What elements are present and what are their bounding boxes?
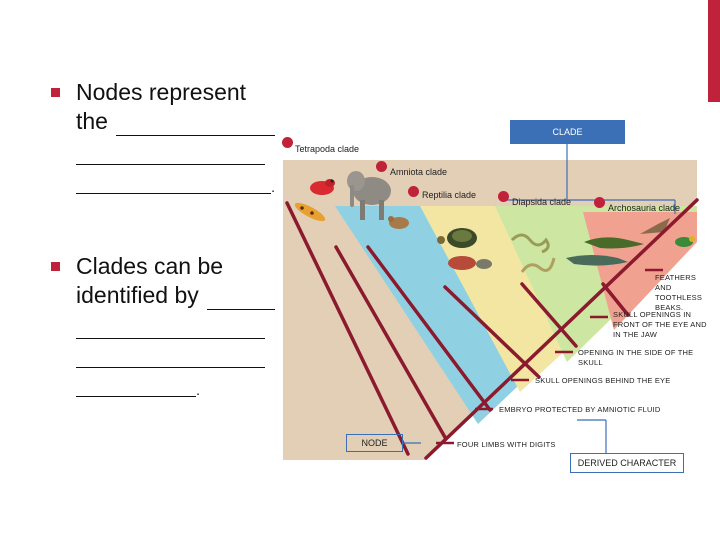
clade-label-archosauria: Archosauria clade (608, 203, 681, 213)
rodent-icon (388, 216, 409, 229)
elephant-icon (347, 171, 391, 220)
fill-in-blank (115, 107, 275, 136)
character-label-skull-front: SKULL OPENINGS IN FRONT OF THE EYE AND I… (613, 310, 707, 339)
bird-icon (640, 218, 695, 247)
bullet-line: Clades can be (76, 253, 224, 279)
character-ticks (436, 268, 663, 445)
accent-bar (708, 0, 720, 102)
character-label-skull-behind-eye: SKULL OPENINGS BEHIND THE EYE (535, 376, 671, 385)
clade-label-amniota: Amniota clade (390, 167, 448, 177)
branch-crocodiles (520, 282, 578, 348)
fill-in-blank (76, 310, 265, 339)
branch-amphibians (285, 201, 410, 456)
bullet-line: identified by (76, 282, 199, 308)
branch-mammals (334, 245, 448, 441)
bullet-line: Nodes represent (76, 79, 247, 105)
branch-birds (601, 282, 630, 317)
clade-node-icon (498, 191, 509, 202)
branch-turtles (366, 245, 492, 412)
clade-node-icon (376, 161, 387, 172)
clade-node-icon (594, 197, 605, 208)
snake-icon (510, 233, 556, 273)
bullet-list: Nodes represent the . Clades can be iden… (50, 78, 275, 397)
character-label-feathers: FEATHERS AND TOOTHLESS BEAKS. (655, 273, 703, 312)
character-label-amniotic: EMBRYO PROTECTED BY AMNIOTIC FLUID (499, 405, 661, 414)
callout-lines (403, 144, 676, 453)
animal-illustrations (294, 171, 695, 273)
clade-box: CLADE (510, 120, 625, 144)
clade-node-icon (408, 186, 419, 197)
fill-in-blank (76, 136, 265, 165)
salamander-icon (294, 202, 326, 222)
fill-in-blank (76, 165, 272, 194)
bullet-clades: Clades can be identified by . (50, 252, 275, 397)
bullet-nodes: Nodes represent the . (50, 78, 275, 194)
crocodile-icon (566, 237, 644, 266)
crab-turtle-icon (448, 256, 492, 270)
node-box: NODE (346, 434, 403, 452)
blank-period: . (271, 179, 275, 195)
character-label-four-limbs: FOUR LIMBS WITH DIGITS (457, 440, 556, 449)
frog-icon (310, 179, 335, 195)
derived-character-box: DERIVED CHARACTER (570, 453, 684, 473)
clade-label-tetrapoda: Tetrapoda clade (295, 144, 360, 154)
fill-in-blank (76, 339, 265, 368)
bullet-square-icon (51, 88, 60, 97)
fill-in-blank (76, 368, 197, 397)
bullet-line: the (76, 108, 108, 134)
bullet-square-icon (51, 262, 60, 271)
blank-period: . (196, 382, 200, 398)
cladogram-branches (285, 198, 699, 460)
clade-label-diapsida: Diapsida clade (512, 197, 572, 207)
character-label-skull-side: OPENING IN THE SIDE OF THE SKULL (578, 348, 694, 367)
clade-label-reptilia: Reptilia clade (422, 190, 477, 200)
turtle-icon (437, 228, 477, 248)
clade-node-icon (282, 137, 293, 148)
branch-lizards-snakes (443, 285, 541, 379)
fill-in-blank (206, 281, 275, 310)
